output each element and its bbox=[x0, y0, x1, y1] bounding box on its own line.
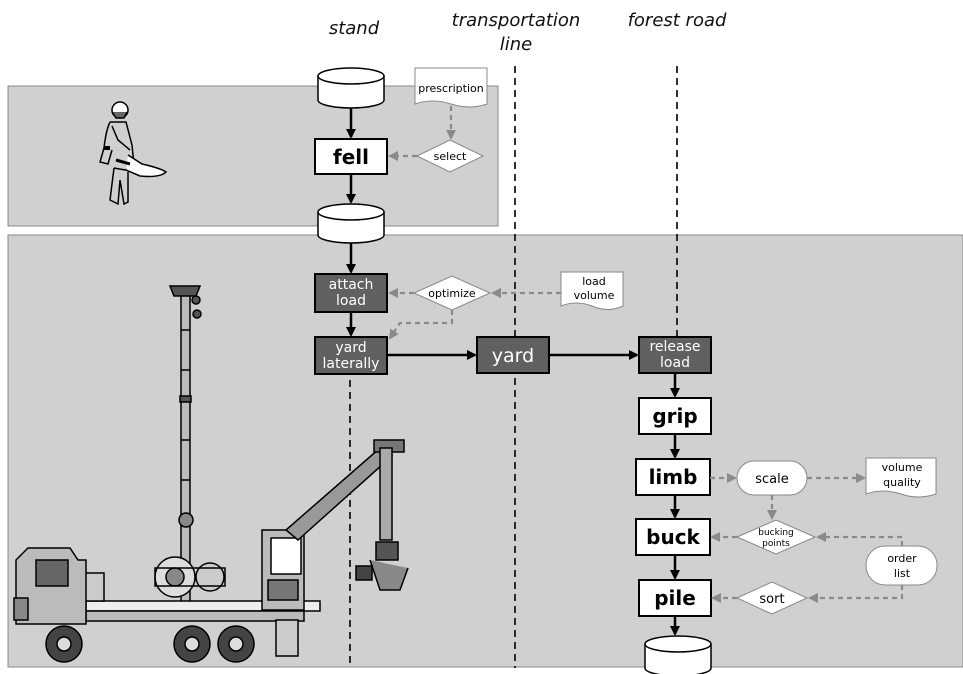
release-load-process: release load bbox=[638, 336, 712, 374]
lane-label-transportation: transportation bbox=[452, 10, 581, 31]
svg-text:yard: yard bbox=[335, 340, 366, 356]
attach-load-process: attach load bbox=[314, 273, 388, 313]
svg-text:scale: scale bbox=[755, 472, 789, 487]
svg-text:prescription: prescription bbox=[418, 82, 483, 95]
grip-process: grip bbox=[638, 397, 712, 435]
svg-text:volume: volume bbox=[574, 289, 615, 302]
svg-text:grip: grip bbox=[652, 404, 697, 428]
lane-label-forest-road: forest road bbox=[628, 10, 727, 31]
svg-text:limb: limb bbox=[649, 465, 698, 489]
svg-text:points: points bbox=[762, 539, 790, 549]
select-decision: select bbox=[415, 139, 485, 173]
load-volume-document: load volume bbox=[560, 271, 624, 310]
svg-text:select: select bbox=[434, 150, 467, 163]
svg-text:order: order bbox=[887, 552, 917, 565]
svg-text:fell: fell bbox=[333, 145, 369, 169]
yard-laterally-process: yard laterally bbox=[314, 336, 388, 375]
prescription-document: prescription bbox=[414, 67, 488, 108]
svg-text:quality: quality bbox=[883, 476, 921, 489]
svg-text:volume: volume bbox=[882, 461, 923, 474]
pile-process: pile bbox=[638, 579, 712, 617]
arrow-order-list-to-sort bbox=[808, 585, 904, 603]
svg-text:sort: sort bbox=[759, 592, 784, 607]
svg-text:attach: attach bbox=[329, 277, 374, 293]
fell-process: fell bbox=[314, 138, 388, 175]
sort-decision: sort bbox=[735, 581, 809, 615]
arrow-order-list-to-bucking-points bbox=[816, 532, 904, 546]
arrow-optimize-to-yard-laterally bbox=[388, 310, 454, 340]
storage-cylinder-bottom bbox=[644, 635, 712, 674]
yard-process: yard bbox=[476, 336, 550, 374]
svg-text:release: release bbox=[649, 339, 700, 355]
svg-text:buck: buck bbox=[646, 525, 700, 549]
svg-text:laterally: laterally bbox=[323, 356, 380, 372]
svg-text:bucking: bucking bbox=[758, 528, 794, 538]
bucking-points-decision: bucking points bbox=[735, 519, 817, 555]
svg-text:load: load bbox=[582, 275, 606, 288]
volume-quality-document: volume quality bbox=[865, 457, 937, 498]
yarder-truck-illustration bbox=[13, 285, 409, 663]
svg-text:yard: yard bbox=[492, 345, 534, 367]
optimize-decision: optimize bbox=[412, 275, 492, 311]
svg-text:list: list bbox=[894, 567, 911, 580]
scale-terminal: scale bbox=[736, 460, 808, 496]
lane-label-stand: stand bbox=[329, 18, 380, 39]
buck-process: buck bbox=[635, 518, 711, 556]
svg-text:load: load bbox=[336, 293, 366, 309]
lane-label-line: line bbox=[500, 34, 532, 55]
limb-process: limb bbox=[635, 458, 711, 496]
storage-cylinder-middle bbox=[317, 203, 385, 244]
svg-text:load: load bbox=[660, 355, 690, 371]
lumberjack-illustration bbox=[99, 101, 168, 206]
svg-text:pile: pile bbox=[654, 586, 696, 610]
order-list-terminal: order list bbox=[865, 545, 938, 586]
svg-text:optimize: optimize bbox=[428, 287, 476, 300]
storage-cylinder-top bbox=[317, 67, 385, 109]
